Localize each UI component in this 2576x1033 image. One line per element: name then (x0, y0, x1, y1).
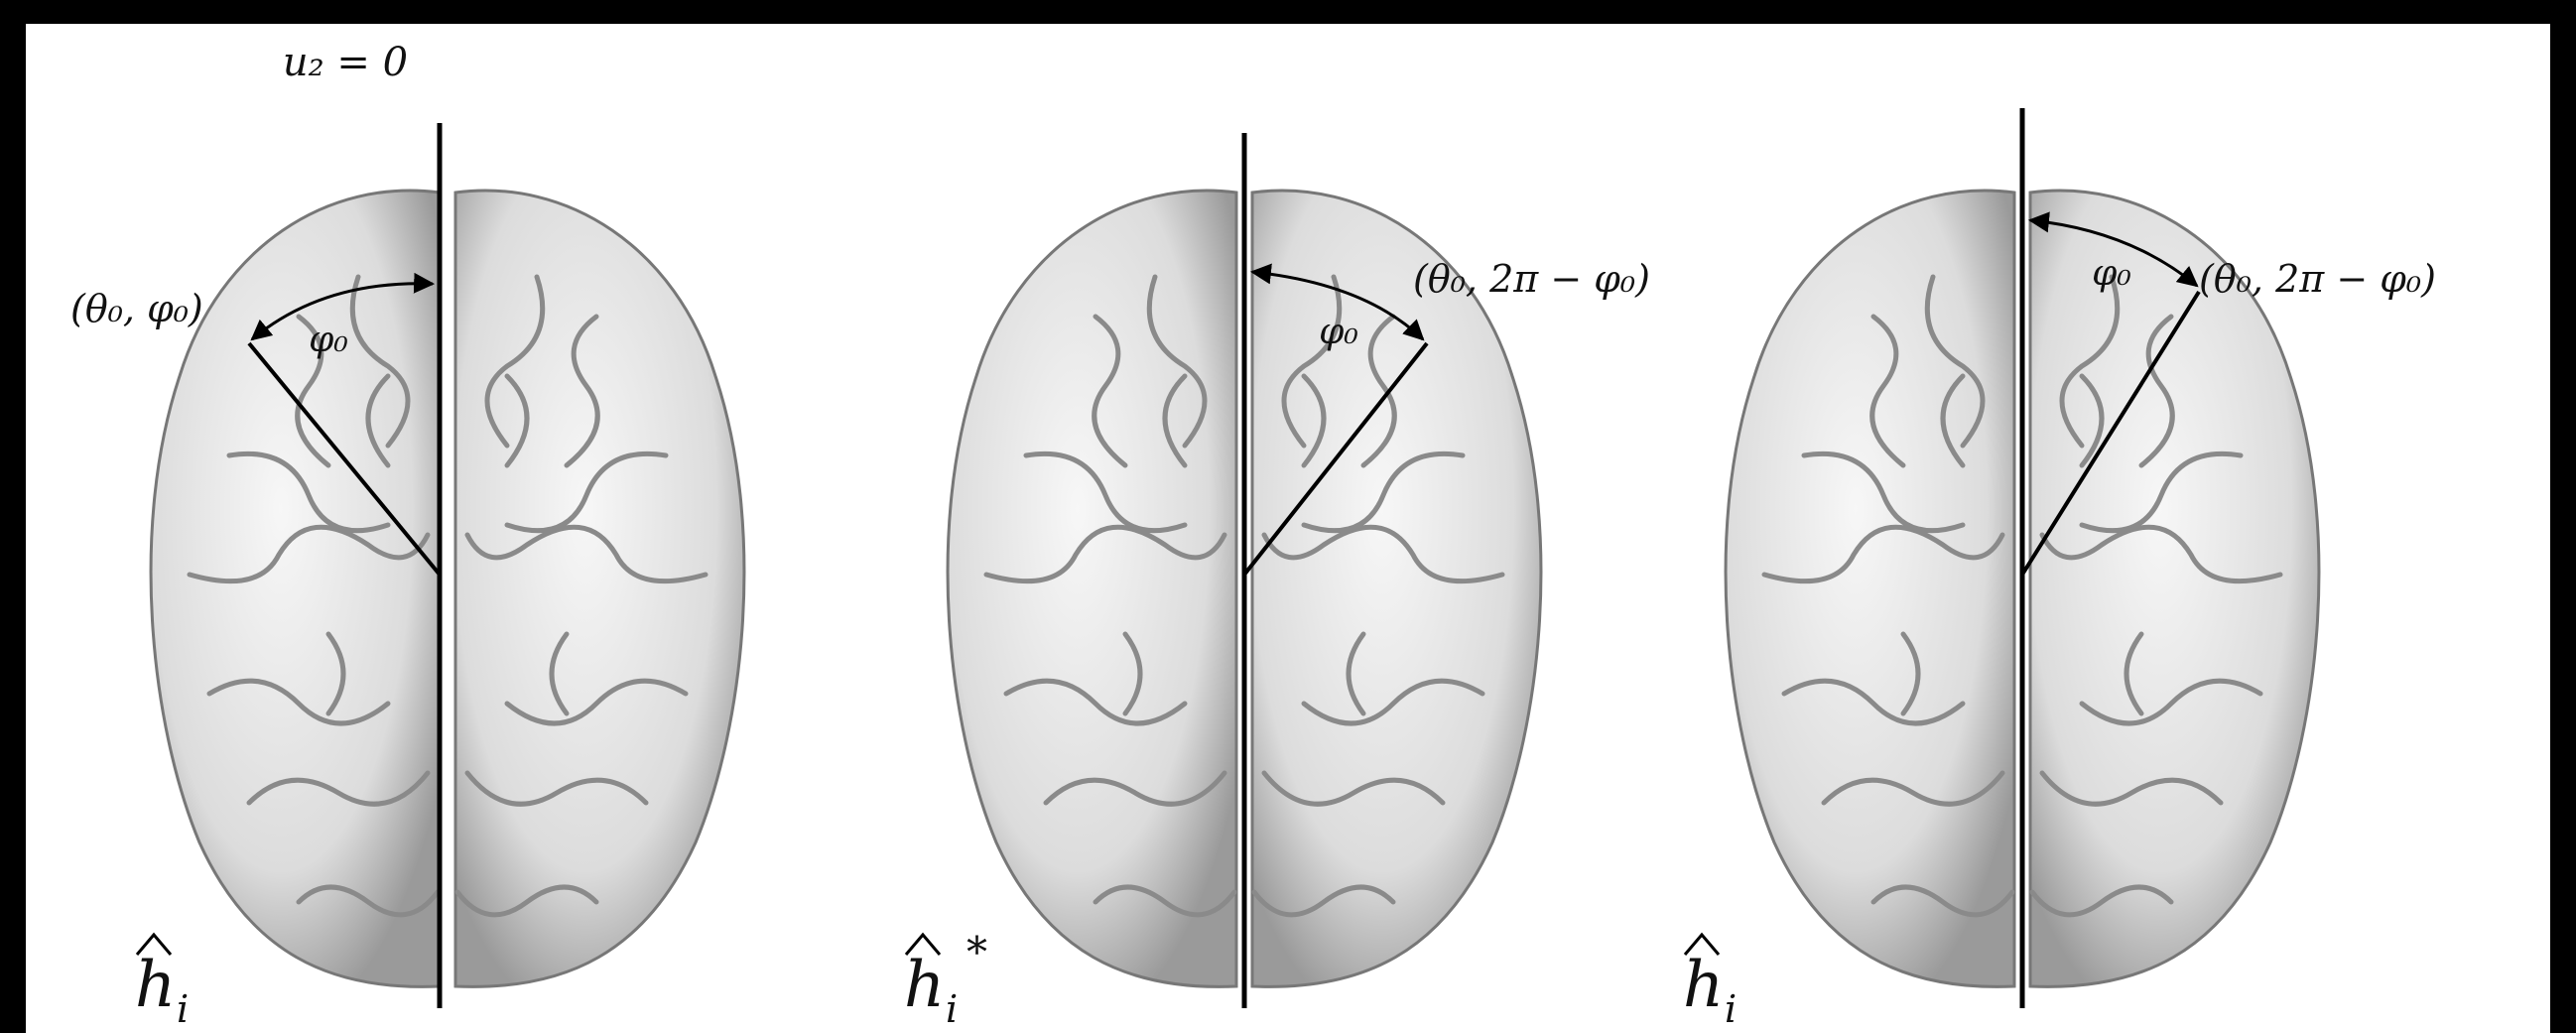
point-label-2: (θ₀, 2π − φ₀) (1413, 257, 1650, 301)
figure-canvas: u₂ = 0 (θ₀, φ₀) φ₀ h i (θ₀, 2π − φ₀) φ₀ … (26, 24, 2550, 1033)
svg-text:i: i (177, 987, 189, 1031)
svg-text:h: h (1683, 949, 1724, 1022)
point-label-1: (θ₀, φ₀) (70, 287, 203, 330)
svg-text:h: h (904, 949, 945, 1022)
panel-3: (θ₀, 2π − φ₀) φ₀ h i (1683, 108, 2436, 1031)
figure-svg: u₂ = 0 (θ₀, φ₀) φ₀ h i (θ₀, 2π − φ₀) φ₀ … (26, 24, 2550, 1033)
h-hat-label-2: h i * (904, 928, 987, 1031)
svg-text:*: * (966, 928, 987, 976)
h-hat-label-3: h i (1683, 935, 1737, 1031)
axis-label: u₂ = 0 (283, 40, 408, 85)
brain-image-1 (151, 191, 744, 986)
svg-text:i: i (946, 987, 958, 1031)
angle-label-1: φ₀ (309, 320, 348, 360)
svg-text:h: h (135, 949, 176, 1022)
panel-1: u₂ = 0 (θ₀, φ₀) φ₀ h i (70, 40, 744, 1031)
point-label-3: (θ₀, 2π − φ₀) (2199, 257, 2436, 301)
angle-label-3: φ₀ (2092, 253, 2131, 294)
angle-label-2: φ₀ (1319, 312, 1358, 352)
svg-text:i: i (1725, 987, 1737, 1031)
h-hat-label-1: h i (135, 935, 189, 1031)
panel-2: (θ₀, 2π − φ₀) φ₀ h i * (904, 133, 1650, 1031)
